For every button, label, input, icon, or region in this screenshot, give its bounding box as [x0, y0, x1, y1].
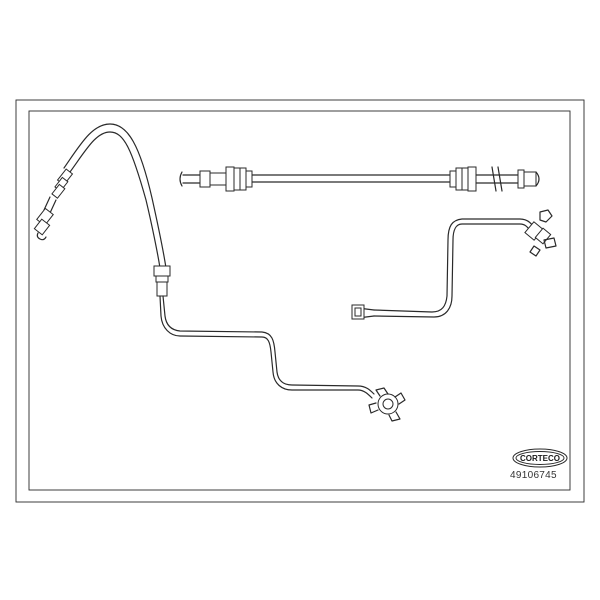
right-brake-pipe: [351, 209, 557, 320]
part-number: 49106745: [510, 470, 557, 481]
left-brake-hose: [33, 123, 406, 422]
brand-logo: CORTECO: [512, 448, 568, 468]
inner-frame: [28, 110, 571, 491]
top-straight-hose: [179, 166, 540, 192]
outer-frame: [15, 99, 585, 503]
logo-text: CORTECO: [520, 454, 560, 463]
